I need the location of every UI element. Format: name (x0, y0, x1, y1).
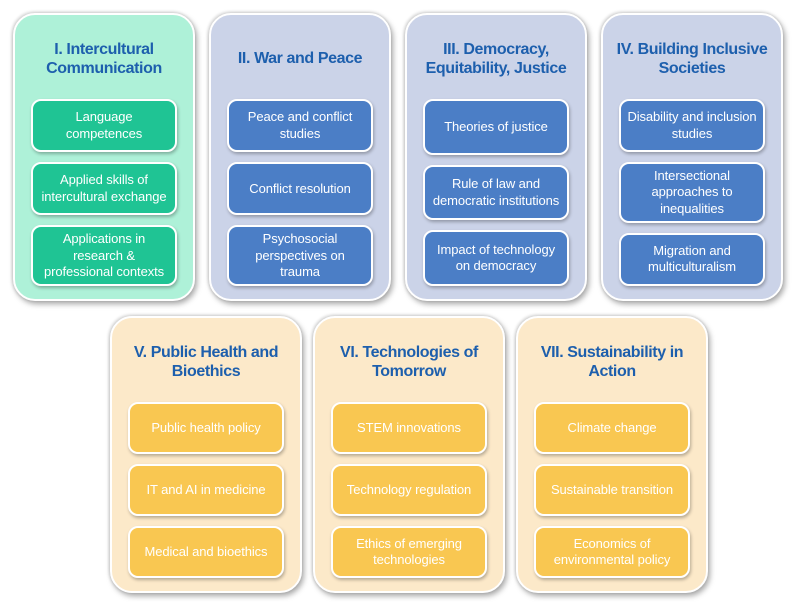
category-card-intercultural-communication: I. Intercultural Communication Language … (13, 13, 195, 301)
topic-list: Public health policy IT and AI in medici… (128, 402, 284, 578)
topic-item: Sustainable transition (534, 464, 690, 516)
topic-item: Peace and conflict studies (227, 99, 373, 153)
category-card-public-health-bioethics: V. Public Health and Bioethics Public he… (110, 316, 302, 593)
topic-item: Applications in research & professional … (31, 225, 177, 286)
topic-item: Medical and bioethics (128, 526, 284, 578)
category-title: II. War and Peace (237, 50, 363, 68)
category-card-war-and-peace: II. War and Peace Peace and conflict stu… (209, 13, 391, 301)
category-title: VI. Technologies of Tomorrow (340, 343, 478, 380)
topic-list: Theories of justice Rule of law and demo… (423, 99, 569, 287)
topic-list: STEM innovations Technology regulation E… (331, 402, 487, 578)
category-title: V. Public Health and Bioethics (133, 343, 279, 380)
topic-item: STEM innovations (331, 402, 487, 454)
category-title: III. Democracy, Equitability, Justice (425, 40, 567, 77)
topic-item: Rule of law and democratic institutions (423, 164, 569, 221)
topic-item: Economics of environmental policy (534, 526, 690, 578)
category-card-building-inclusive-societies: IV. Building Inclusive Societies Disabil… (601, 13, 783, 301)
topic-item: IT and AI in medicine (128, 464, 284, 516)
topic-item: Climate change (534, 402, 690, 454)
topic-item: Psychosocial perspectives on trauma (227, 225, 373, 286)
category-card-democracy-equitability-justice: III. Democracy, Equitability, Justice Th… (405, 13, 587, 301)
topic-item: Public health policy (128, 402, 284, 454)
topic-item: Ethics of emerging technologies (331, 526, 487, 578)
category-card-technologies-of-tomorrow: VI. Technologies of Tomorrow STEM innova… (313, 316, 505, 593)
topic-list: Disability and inclusion studies Interse… (619, 99, 765, 286)
topic-item: Theories of justice (423, 99, 569, 155)
category-card-sustainability-in-action: VII. Sustainability in Action Climate ch… (516, 316, 708, 593)
topic-item: Conflict resolution (227, 162, 373, 216)
bottom-row: V. Public Health and Bioethics Public he… (110, 316, 708, 593)
topic-item: Intersectional approaches to inequalitie… (619, 162, 765, 223)
topic-item: Migration and multiculturalism (619, 232, 765, 286)
topic-item: Applied skills of intercultural exchange (31, 162, 177, 216)
topic-list: Peace and conflict studies Conflict reso… (227, 99, 373, 286)
topic-item: Technology regulation (331, 464, 487, 516)
topic-list: Climate change Sustainable transition Ec… (534, 402, 690, 578)
category-title: IV. Building Inclusive Societies (616, 40, 768, 77)
topic-list: Language competences Applied skills of i… (31, 99, 177, 286)
top-row: I. Intercultural Communication Language … (13, 13, 783, 301)
category-title: I. Intercultural Communication (46, 40, 162, 77)
topic-item: Language competences (31, 99, 177, 153)
category-title: VII. Sustainability in Action (540, 343, 684, 380)
topic-item: Impact of technology on democracy (423, 230, 569, 287)
topic-item: Disability and inclusion studies (619, 99, 765, 153)
